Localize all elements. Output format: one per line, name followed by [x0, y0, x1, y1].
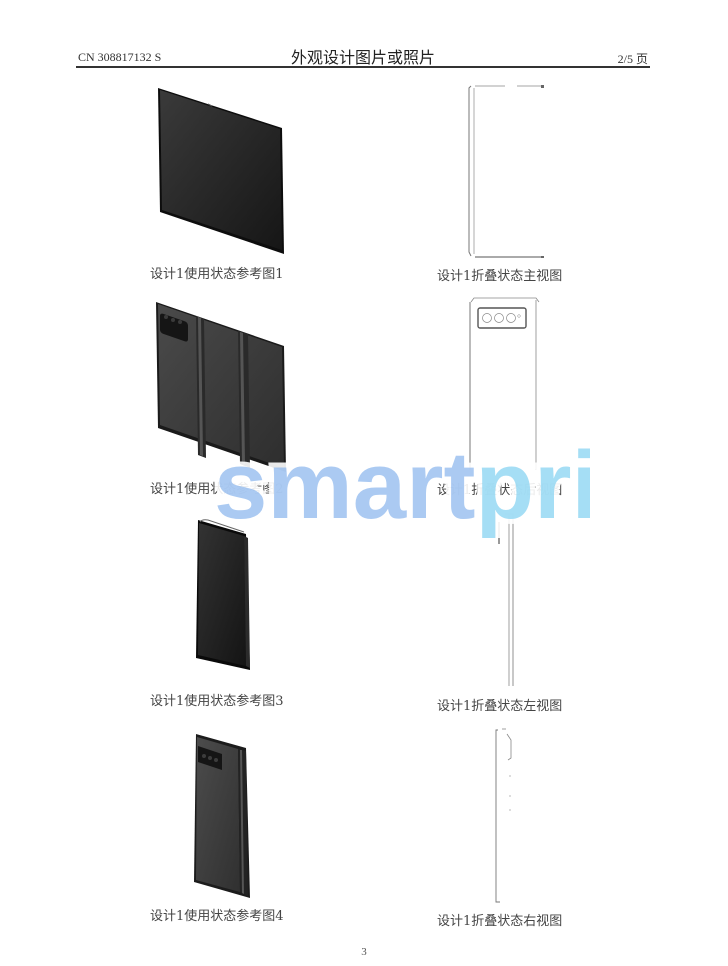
- figure-caption: 设计1折叠状态左视图: [437, 699, 563, 714]
- figure-caption: 设计1折叠状态右视图: [437, 914, 563, 929]
- page-header: CN 308817132 S 外观设计图片或照片 2/5 页: [76, 44, 650, 68]
- figure-folded-back: [194, 734, 250, 898]
- figure-caption: 设计1使用状态参考图1: [150, 267, 284, 282]
- figure-caption: 设计1折叠状态后视图: [437, 483, 563, 498]
- figure-unfolded-front: [158, 88, 284, 254]
- figure-caption: 设计1使用状态参考图2: [150, 482, 284, 497]
- figure-caption: 设计1折叠状态主视图: [437, 269, 563, 284]
- figure-folded-right-view: [495, 728, 512, 903]
- document-number: CN 308817132 S: [78, 50, 162, 64]
- figure-folded-front: [196, 519, 250, 670]
- figure-folded-left-view: [498, 513, 514, 686]
- page-title: 外观设计图片或照片: [290, 48, 435, 67]
- page-number: 3: [361, 946, 367, 958]
- figure-caption: 设计1使用状态参考图3: [150, 694, 284, 709]
- figure-folded-back-view: [469, 297, 540, 470]
- figure-folded-front-view: [468, 85, 544, 258]
- page-info: 2/5 页: [617, 52, 648, 66]
- figure-unfolded-back: [156, 302, 286, 472]
- figure-caption: 设计1使用状态参考图4: [150, 909, 284, 924]
